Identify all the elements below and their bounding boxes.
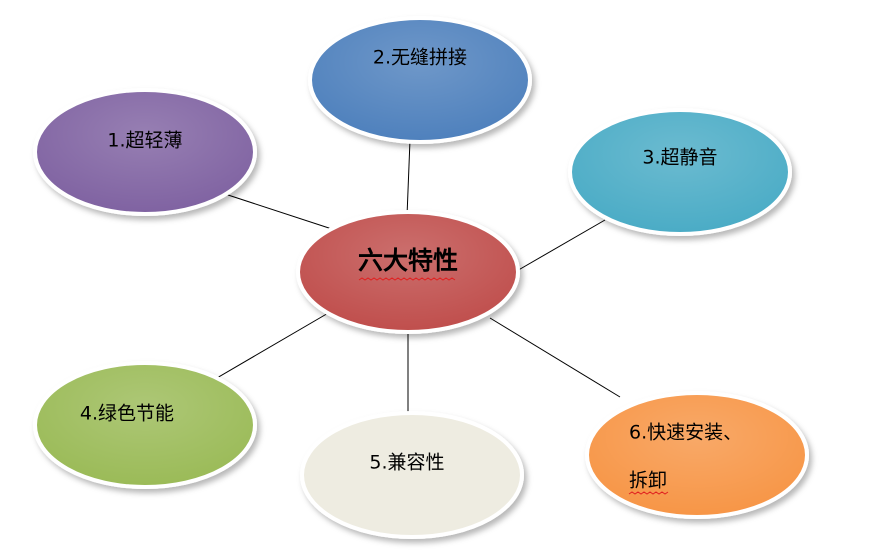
center-label: 六大特性 (358, 246, 458, 275)
node-6-sheen (589, 395, 805, 515)
node-1-ultra-thin: 1.超轻薄 (33, 88, 257, 216)
connector-1 (224, 193, 336, 231)
node-1-sheen (37, 92, 253, 212)
center-sheen (300, 214, 516, 330)
node-5-label: 5.兼容性 (369, 452, 444, 474)
node-3-ultra-quiet: 3.超静音 (568, 108, 792, 236)
node-1-label: 1.超轻薄 (107, 130, 182, 152)
node-2-seamless-splicing: 2.无缝拼接 (308, 16, 532, 144)
connector-6 (489, 317, 621, 398)
node-4-label: 4.绿色节能 (80, 403, 174, 425)
node-5-ellipse (300, 411, 524, 539)
node-6-quick-install-remove: 6.快速安装、 拆卸 (585, 391, 809, 519)
node-6-label-line2: 拆卸 (629, 470, 667, 492)
connector-2 (406, 139, 411, 217)
center-spellcheck-underline (358, 277, 456, 281)
connectors (209, 139, 621, 413)
node-3-label: 3.超静音 (642, 147, 717, 169)
node-6-label-line1: 6.快速安装、 (629, 422, 742, 444)
node-4-green-energy-saving: 4.绿色节能 (33, 361, 257, 489)
node-3-sheen (572, 112, 788, 232)
node-5-compatibility: 5.兼容性 (300, 411, 524, 539)
node-6-spellcheck-underline (628, 491, 669, 495)
connector-4 (209, 311, 331, 383)
connector-3 (514, 219, 606, 273)
center-node: 六大特性 (296, 210, 520, 334)
node-2-label: 2.无缝拼接 (373, 47, 467, 69)
node-2-sheen (312, 20, 528, 140)
node-4-sheen (37, 365, 253, 485)
